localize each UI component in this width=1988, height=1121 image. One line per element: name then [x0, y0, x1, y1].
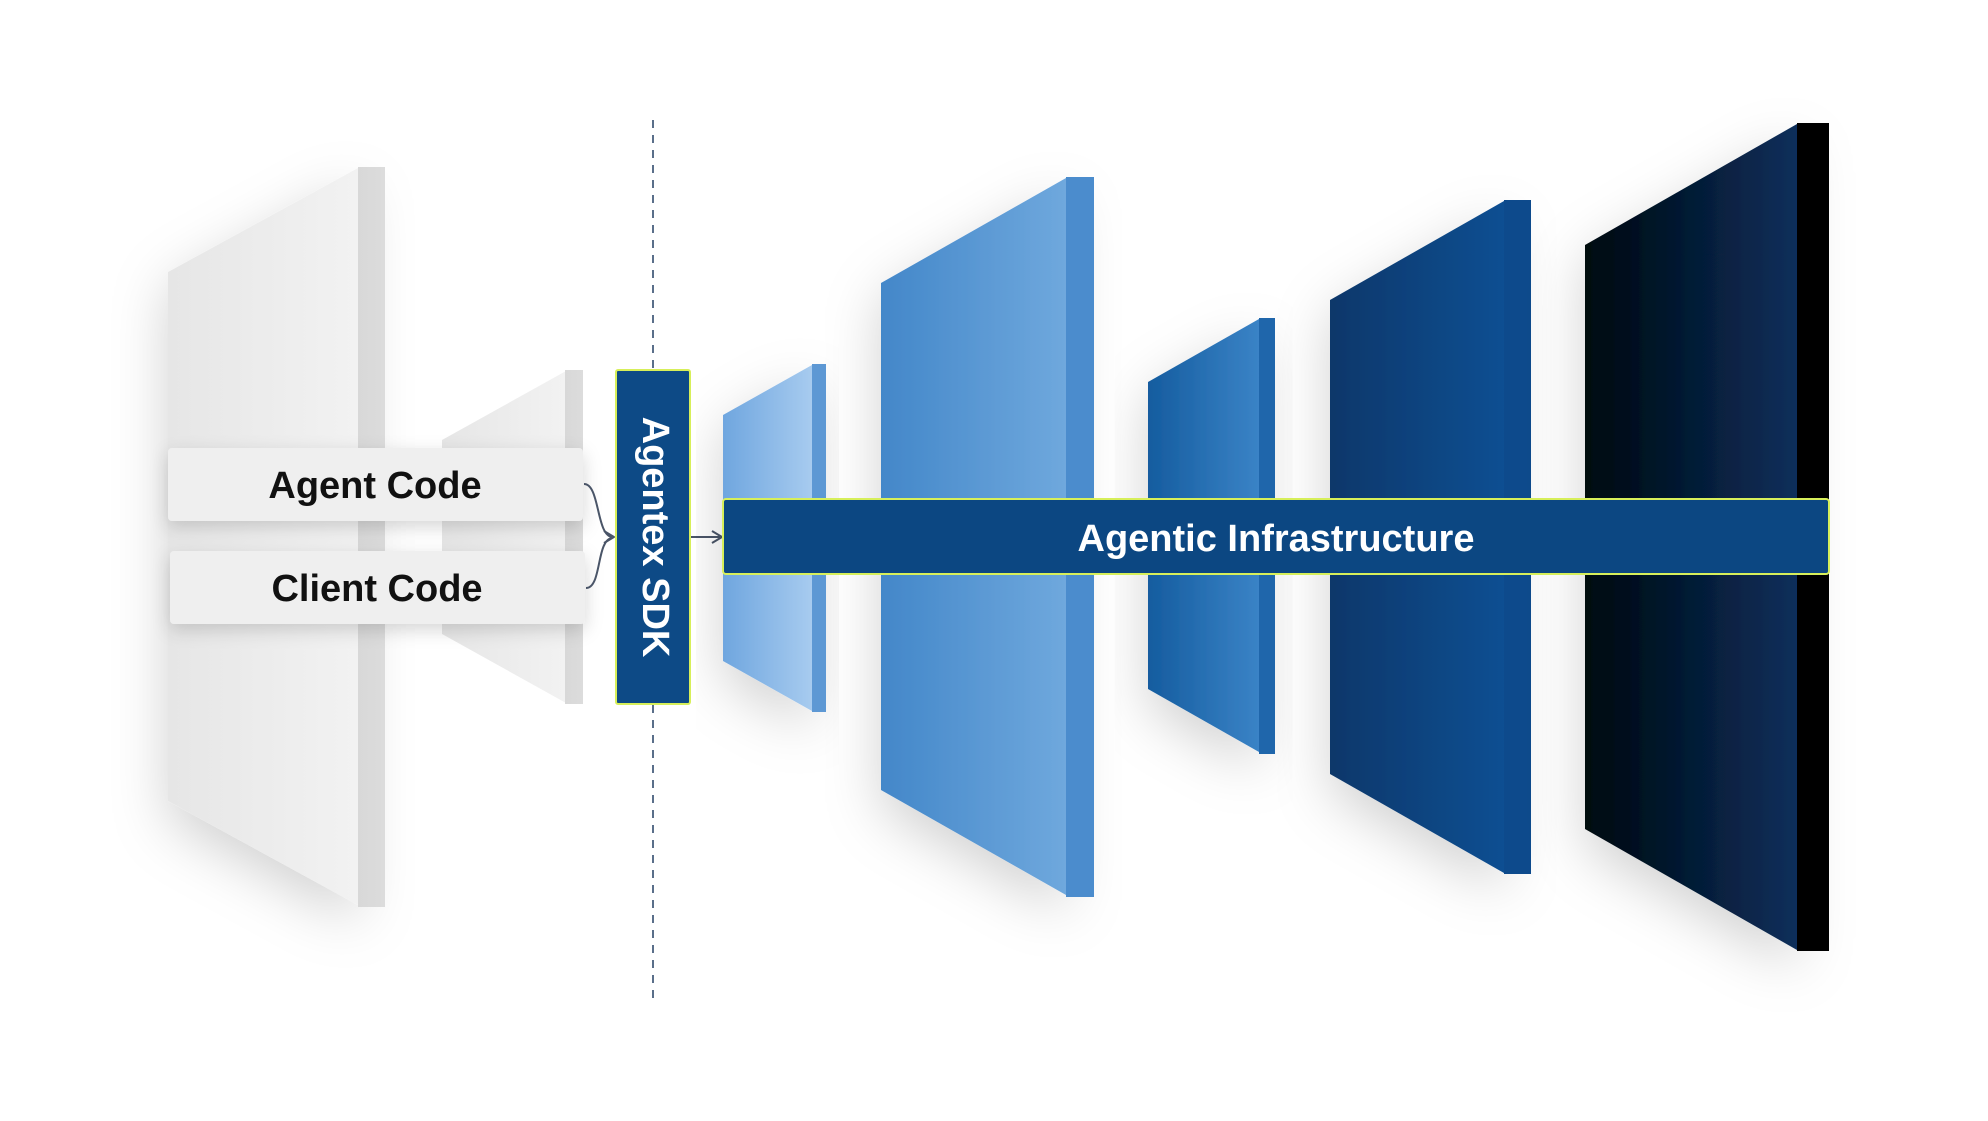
client-code-box: Client Code: [170, 551, 585, 624]
ghost-panel-small: [442, 371, 566, 703]
agent-to-sdk-connector: [583, 483, 613, 538]
ghost-panels: [168, 167, 583, 907]
agent-code-label: Agent Code: [268, 465, 481, 507]
arrow-icon: [603, 530, 615, 544]
client-code-label: Client Code: [271, 568, 482, 610]
client-to-sdk-connector: [585, 537, 613, 589]
ghost-panel-large-edge: [358, 167, 385, 907]
agentex-sdk-box: Agentex SDK: [615, 369, 691, 705]
agentic-infrastructure-bar: Agentic Infrastructure: [722, 498, 1830, 575]
agentex-sdk-label: Agentex SDK: [634, 417, 676, 658]
agent-code-box: Agent Code: [168, 448, 583, 521]
ghost-panel-small-edge: [565, 370, 583, 704]
ghost-panel-large: [168, 168, 358, 905]
connectors: [583, 483, 723, 589]
agentic-infrastructure-label: Agentic Infrastructure: [1078, 518, 1475, 560]
